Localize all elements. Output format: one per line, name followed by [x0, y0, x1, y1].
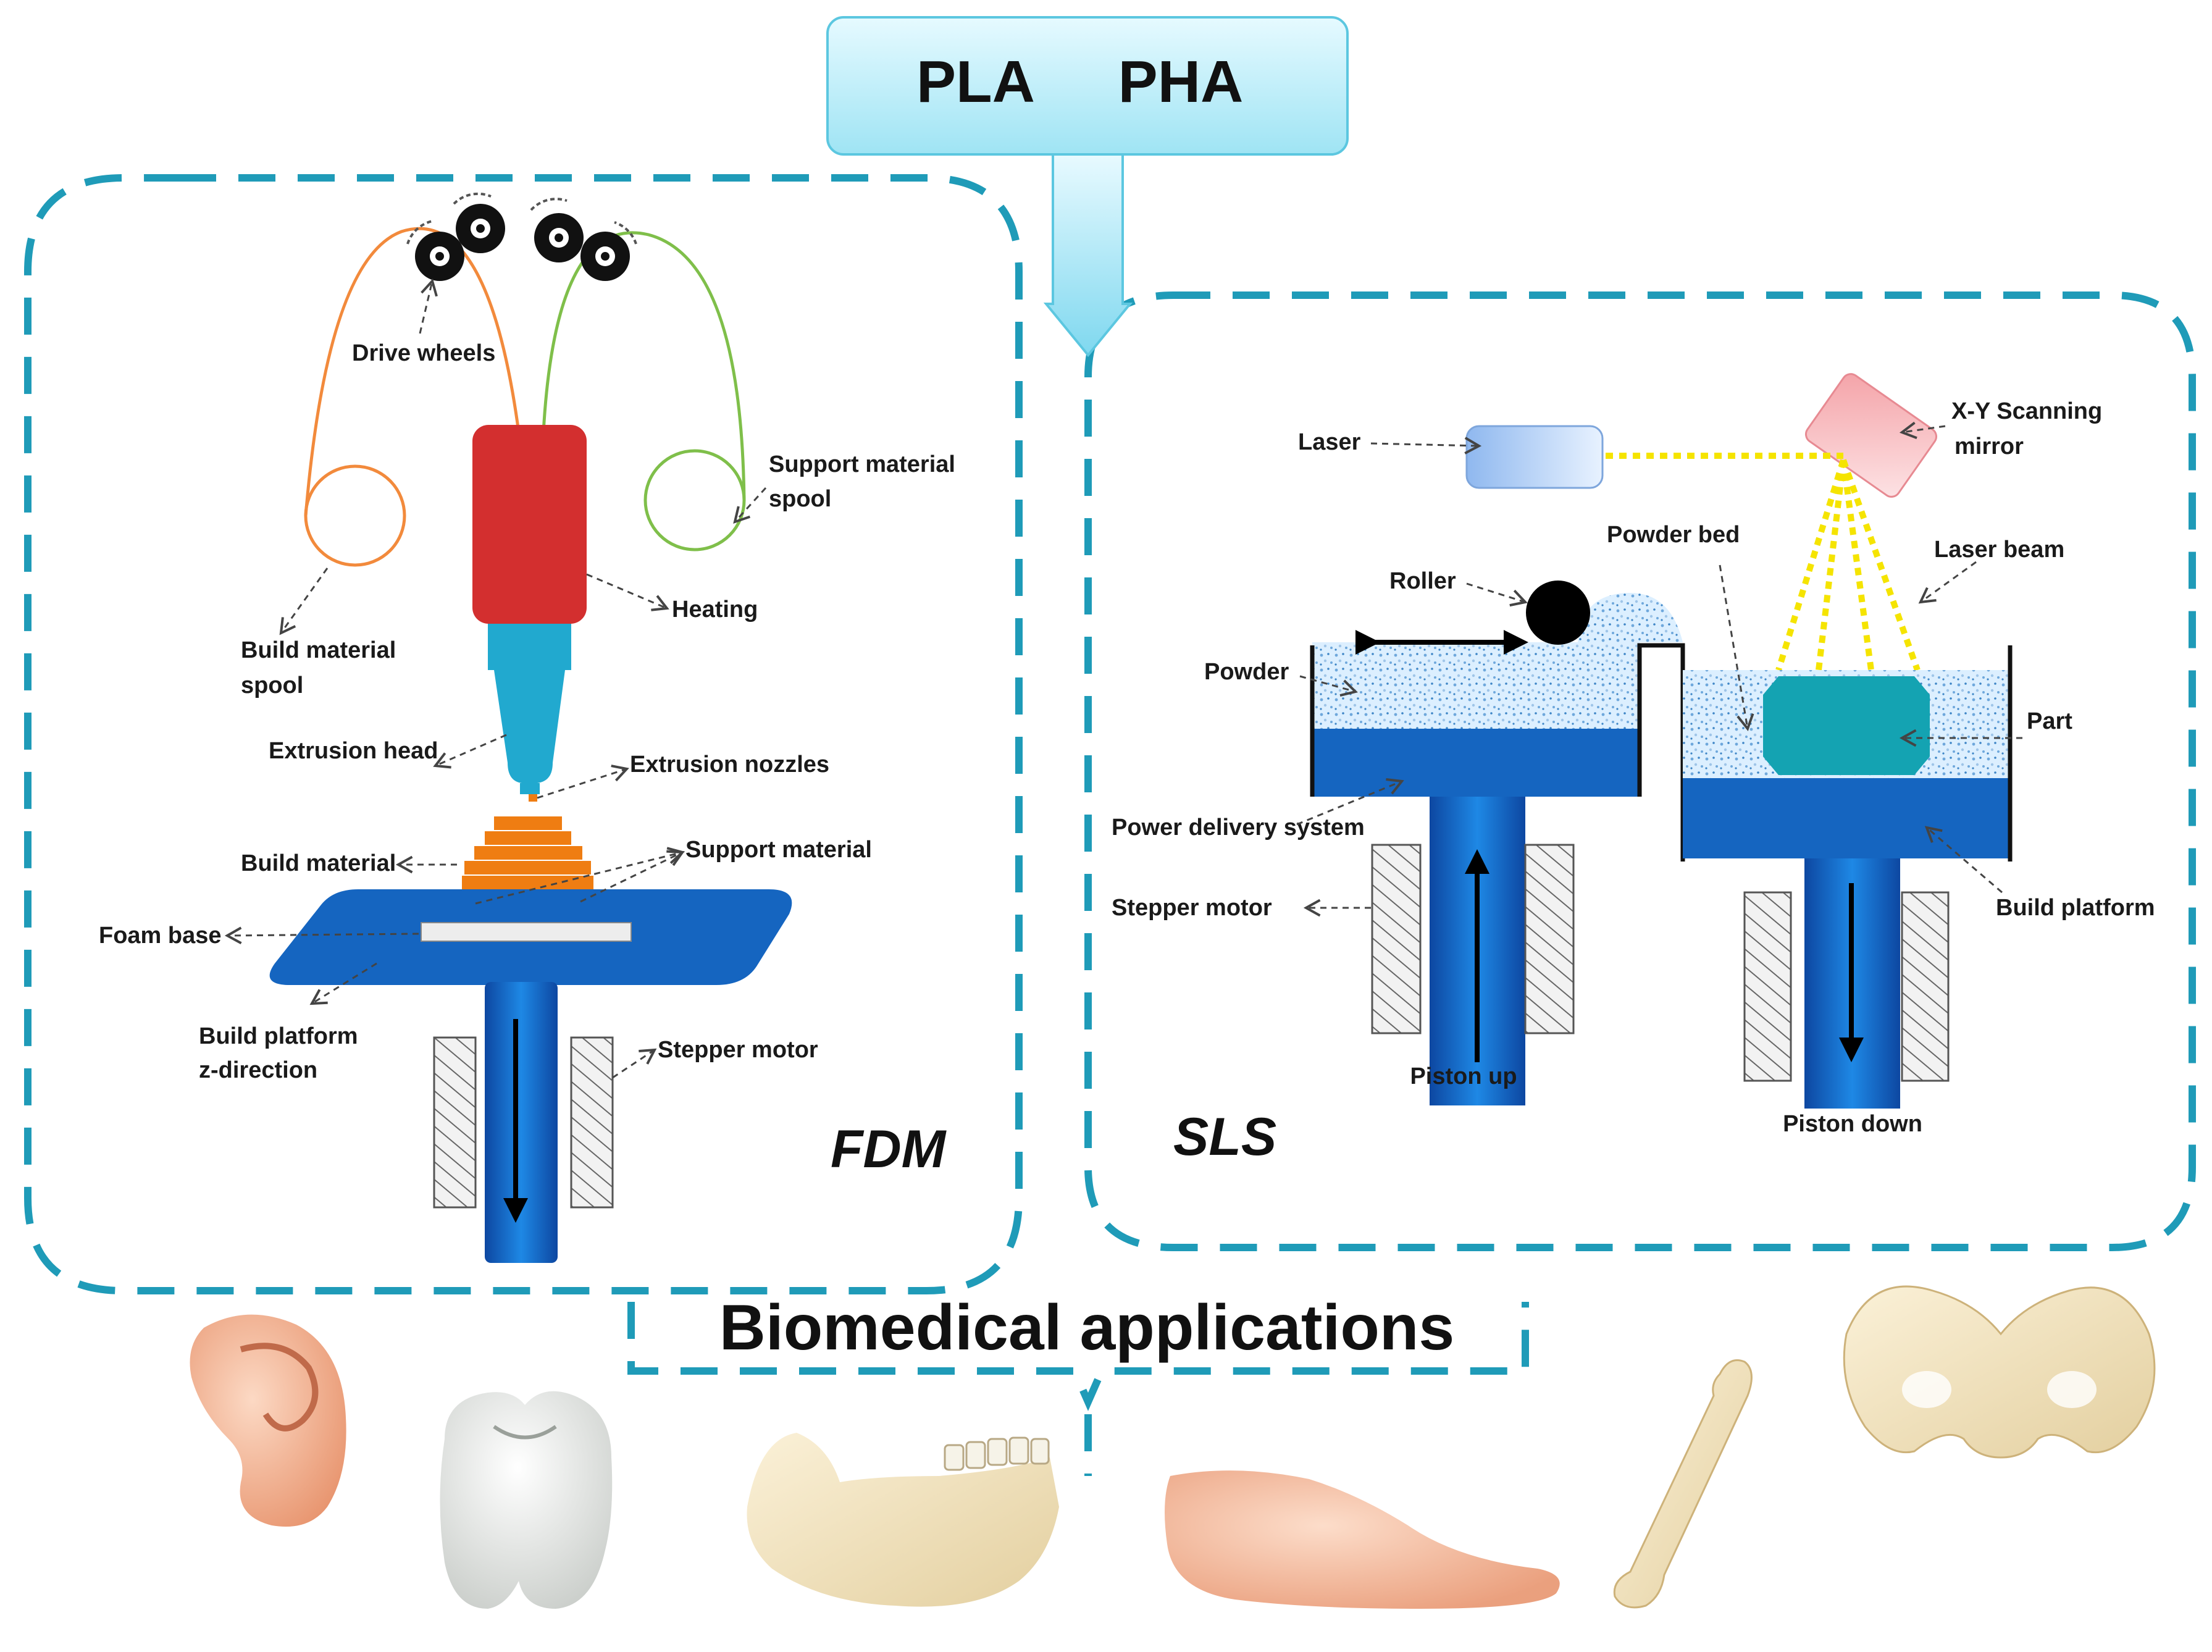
extrusion-nozzle [529, 794, 537, 802]
label-extrusion-head: Extrusion head [269, 738, 438, 764]
sls-title: SLS [1173, 1107, 1276, 1167]
label-roller: Roller [1389, 568, 1456, 594]
applications-bracket [627, 1302, 1529, 1411]
heater-block [472, 425, 587, 624]
label-build-material-spool-2: spool [241, 673, 303, 698]
support-material-spool [643, 449, 746, 551]
label-piston-up: Piston up [1410, 1063, 1517, 1089]
powder-heap [1578, 593, 1683, 642]
label-build-platform-1: Build platform [199, 1023, 358, 1049]
sls-panel: Laser X-Y Scanning mirror Powder bed Las… [1112, 373, 2155, 1167]
fdm-piston [485, 982, 558, 1263]
label-powder-bed: Powder bed [1607, 522, 1740, 548]
femur-image [1613, 1359, 1753, 1609]
label-sls-stepper-motor: Stepper motor [1112, 895, 1272, 921]
label-foam-base: Foam base [99, 923, 222, 949]
label-piston-down: Piston down [1783, 1111, 1922, 1137]
stepper-motor-right [570, 1036, 614, 1209]
label-sls-build-platform: Build platform [1996, 895, 2155, 921]
label-drive-wheels: Drive wheels [352, 340, 495, 366]
foot-image [1165, 1470, 1560, 1609]
label-build-material: Build material [241, 850, 396, 876]
label-build-platform-2: z-direction [199, 1057, 317, 1083]
label-stepper-motor: Stepper motor [658, 1037, 818, 1063]
label-part: Part [2027, 708, 2072, 734]
powder-delivery-platform [1312, 729, 1640, 797]
material-pha: PHA [1118, 49, 1244, 115]
part [1763, 676, 1930, 775]
label-build-material-spool-1: Build material [241, 637, 396, 663]
material-pla: PLA [916, 49, 1035, 115]
label-extrusion-nozzles: Extrusion nozzles [630, 752, 829, 778]
sls-stepper-motor-left-2 [1524, 844, 1575, 1034]
fdm-frame [24, 174, 1023, 1294]
sls-stepper-motor-left-1 [1371, 844, 1422, 1034]
tooth-image [440, 1391, 613, 1609]
ear-image [190, 1314, 346, 1527]
label-support-material-spool-1: Support material [769, 451, 955, 477]
jaw-image [747, 1433, 1059, 1607]
build-filament [304, 227, 521, 516]
applications-title: Biomedical applications [719, 1292, 1455, 1364]
roller [1526, 581, 1590, 645]
laser-source [1465, 425, 1604, 489]
laser-beam-fan [1775, 459, 1921, 671]
sls-stepper-motor-right-2 [1901, 891, 1950, 1082]
drive-wheels [406, 192, 637, 281]
sls-build-platform [1683, 778, 2010, 858]
label-powder: Powder [1204, 659, 1289, 685]
powder-left [1312, 642, 1640, 729]
extrusion-head-collar [488, 624, 571, 670]
support-filament [542, 231, 746, 501]
stepper-motor-left [433, 1036, 477, 1209]
label-xy-mirror-2: mirror [1954, 434, 2024, 459]
label-power-delivery: Power delivery system [1112, 815, 1365, 841]
chamber-divider [1637, 643, 1685, 862]
label-laser: Laser [1298, 429, 1361, 455]
fdm-panel: Drive wheels Support material spool Heat… [99, 192, 955, 1263]
scanning-mirror [1804, 373, 1938, 498]
pelvis-image [1843, 1285, 2156, 1459]
label-laser-beam: Laser beam [1934, 537, 2064, 563]
extrusion-head [494, 670, 565, 783]
sls-frame [1084, 291, 2196, 1251]
label-heating: Heating [672, 597, 758, 623]
down-arrow-icon [1043, 153, 1133, 358]
fdm-title: FDM [831, 1120, 947, 1179]
label-xy-mirror-1: X-Y Scanning [1951, 398, 2102, 424]
label-support-material: Support material [685, 837, 872, 863]
sls-stepper-motor-right-1 [1743, 891, 1792, 1082]
label-support-material-spool-2: spool [769, 486, 831, 512]
build-material-spool [304, 464, 406, 567]
materials-box [826, 16, 1349, 156]
materials-header: PLA PHA [826, 16, 1349, 156]
